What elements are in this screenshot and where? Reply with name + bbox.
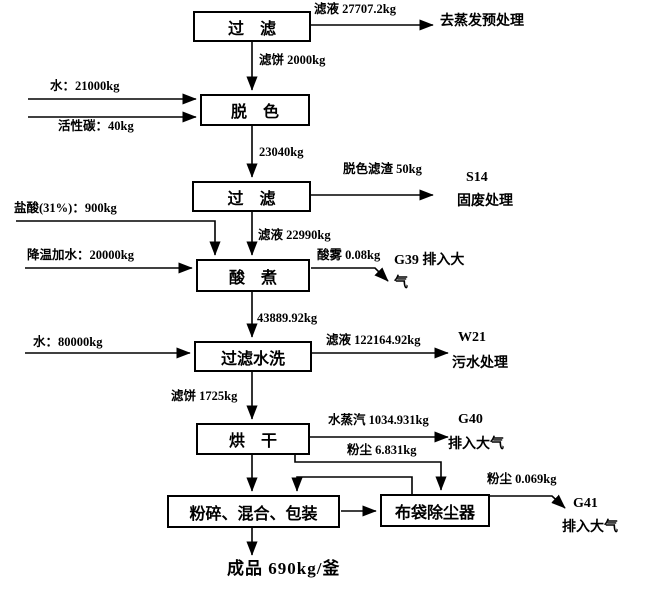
label-g40-code: G40 — [458, 412, 483, 427]
label-cooling-water-20000: 降温加水：20000kg — [27, 248, 134, 262]
label-g40-air: 排入大气 — [448, 437, 504, 452]
label-to-evaporation: 去蒸发预处理 — [440, 14, 524, 29]
arrow-bag-dust-to-g41 — [490, 494, 566, 509]
label-water-21000: 水：21000kg — [50, 79, 120, 93]
label-g41-air: 排入大气 — [562, 520, 618, 535]
label-final-product: 成品 690kg/釜 — [227, 559, 341, 578]
label-dust-0069: 粉尘 0.069kg — [487, 472, 557, 486]
arrow-acid-mist-to-g39 — [311, 267, 389, 282]
label-filtrate-top: 滤液 27707.2kg — [314, 2, 396, 16]
label-water-80000: 水：80000kg — [33, 335, 103, 349]
label-solid-waste: 固废处理 — [457, 194, 513, 209]
label-sewage: 污水处理 — [452, 356, 508, 371]
label-acid-mist-008: 酸雾 0.08kg — [317, 248, 381, 262]
label-filter-cake-2000: 滤饼 2000kg — [259, 53, 326, 67]
label-mass-23040: 23040kg — [259, 145, 304, 159]
process-box-decolor: 脱 色 — [200, 94, 310, 126]
label-g39-line2: 气 — [394, 276, 408, 291]
label-steam-1034: 水蒸汽 1034.931kg — [328, 413, 429, 427]
process-box-filter-wash: 过滤水洗 — [194, 341, 312, 372]
label-dust-6831: 粉尘 6.831kg — [347, 443, 417, 457]
process-box-filter-mid: 过 滤 — [192, 181, 311, 212]
label-activated-carbon-40: 活性碳：40kg — [58, 119, 134, 133]
label-g41-code: G41 — [573, 496, 598, 511]
label-g39-line1: G39 排入大 — [394, 253, 465, 268]
label-w21-code: W21 — [458, 330, 486, 345]
label-s14-code: S14 — [466, 170, 488, 185]
label-filter-cake-1725: 滤饼 1725kg — [171, 389, 238, 403]
label-hcl-900: 盐酸(31%)：900kg — [14, 201, 117, 215]
arrow-hcl-to-acid — [16, 220, 221, 256]
process-box-dry: 烘 干 — [196, 423, 310, 455]
label-decolor-residue-50: 脱色滤渣 50kg — [343, 162, 422, 176]
process-box-bag-filter: 布袋除尘器 — [380, 494, 490, 527]
label-mass-43889: 43889.92kg — [257, 311, 318, 325]
process-box-acid-boil: 酸 煮 — [196, 259, 310, 292]
arrow-dust-to-bag-filter — [294, 455, 447, 491]
arrow-bag-filter-recycle-to-crush — [291, 476, 413, 494]
label-filtrate-22990: 滤液 22990kg — [258, 228, 331, 242]
process-box-filter-top: 过 滤 — [193, 11, 311, 42]
label-filtrate-122164: 滤液 122164.92kg — [326, 333, 421, 347]
process-box-crush-mix-pack: 粉碎、混合、包装 — [167, 495, 340, 528]
